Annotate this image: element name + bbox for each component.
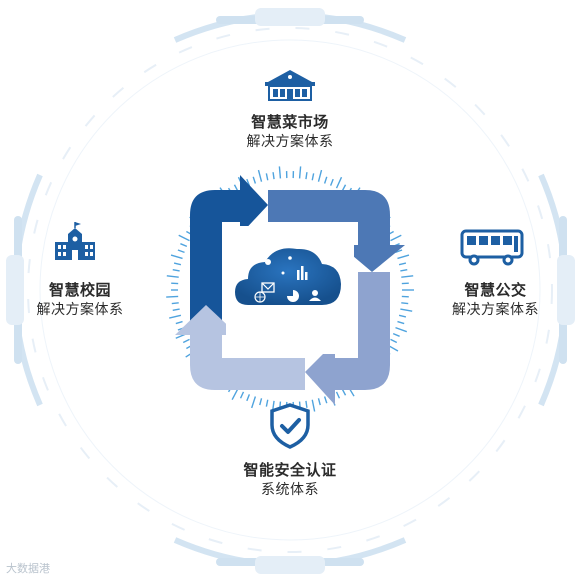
tick-mark [392,332,400,337]
tick-mark [166,275,179,278]
tick-mark [172,308,180,311]
tick-mark [272,172,275,180]
node-subtitle: 系统体系 [261,482,319,498]
tick-mark [390,234,402,242]
tick-mark [400,308,413,312]
tick-mark [305,172,308,180]
node-smart-bus: 智慧公交 解决方案体系 [438,280,553,320]
tick-mark [166,295,179,298]
tick-mark [311,399,316,412]
tick-mark [173,262,182,266]
tick-mark [169,314,182,319]
market-building-icon [265,70,315,101]
tick-mark [172,269,180,272]
node-subtitle: 解决方案体系 [36,302,124,318]
tick-mark [298,166,302,179]
node-smart-market: 智慧菜市场 解决方案体系 [215,112,365,152]
arrow-segment-bottom-left [175,305,305,390]
node-title: 智能安全认证 [243,461,337,479]
tick-mark [329,178,334,186]
tick-mark [278,166,282,179]
tick-mark [390,338,398,344]
tick-mark [397,254,410,260]
tick-mark [395,326,408,333]
tick-mark [175,320,183,325]
tick-mark [311,173,315,181]
node-subtitle: 解决方案体系 [246,134,334,150]
arrow-segment-bottom-right [305,272,390,405]
tick-mark [341,388,347,396]
cloud-services-icon [235,248,341,305]
arrow-segment-top-left [190,175,268,330]
tick-mark [265,173,269,181]
tick-mark [400,269,408,272]
shield-check-icon [270,403,310,449]
tick-mark [401,275,414,278]
tick-mark [323,176,328,184]
tick-mark [177,249,185,254]
tick-mark [171,302,179,305]
tick-mark [398,314,407,318]
tick-mark [341,184,347,192]
tick-mark [317,398,321,406]
cycle-arrows [175,175,405,405]
tick-mark [239,391,245,399]
tick-mark [251,396,257,409]
tick-mark [170,254,183,260]
tick-mark [397,320,405,325]
bus-icon [460,229,524,266]
tick-mark [231,388,239,400]
outer-ring [6,8,575,574]
tick-mark [305,400,308,408]
tick-mark [259,398,263,406]
node-security-auth: 智能安全认证 系统体系 [210,460,370,500]
tick-mark [252,176,257,184]
tick-mark [233,184,239,192]
tick-mark [335,176,343,189]
tick-mark [398,262,407,266]
school-building-icon [55,222,95,260]
arrow-segment-top-right [268,190,405,272]
node-smart-campus: 智慧校园 解决方案体系 [20,280,140,320]
tick-mark [335,391,341,399]
node-title: 智慧校园 [48,281,111,299]
node-subtitle: 解决方案体系 [452,302,539,318]
tick-mark [246,178,251,186]
tick-mark [178,234,190,242]
tick-mark [246,394,251,402]
tick-mark [180,243,188,248]
tick-mark [257,169,263,182]
tick-mark [401,302,409,305]
tick-mark [182,338,190,344]
tick-mark [323,396,328,404]
tick-mark [395,249,403,254]
watermark: 大数据港 [6,562,50,575]
tick-mark [317,169,323,182]
node-title: 智慧菜市场 [251,113,329,131]
tick-mark [265,399,269,407]
node-title: 智慧公交 [464,281,527,299]
